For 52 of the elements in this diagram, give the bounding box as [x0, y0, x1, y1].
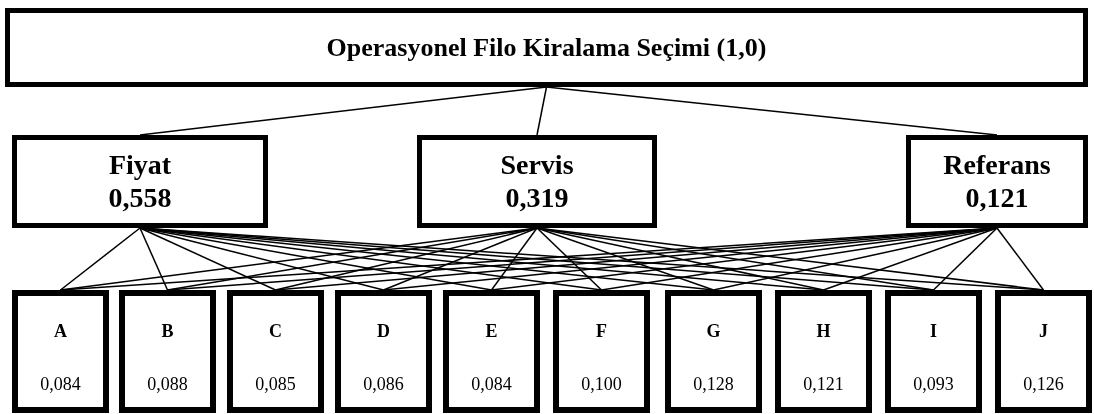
weight-value: 0,088 — [147, 373, 188, 396]
weight-value: 0,558 — [108, 181, 172, 214]
weight-value: 0,086 — [363, 373, 404, 396]
weight-value: 0,121 — [965, 181, 1029, 214]
alternative-box — [995, 290, 1092, 413]
criterion-box — [906, 135, 1088, 228]
alternative-box — [227, 290, 324, 413]
alternative-name: J — [1039, 320, 1048, 343]
criterion-box — [417, 135, 657, 228]
alternative-box — [665, 290, 762, 413]
weight-value: 0,085 — [255, 373, 296, 396]
alternative-box — [12, 290, 109, 413]
connector-line — [139, 227, 169, 291]
goal-box — [5, 8, 1088, 87]
alternative-box — [775, 290, 872, 413]
weight-value: 0,121 — [803, 373, 844, 396]
connector-line — [536, 227, 603, 291]
goal-title: Operasyonel Filo Kiralama Seçimi (1,0) — [326, 32, 767, 64]
criterion-name: Servis — [500, 149, 574, 182]
connector-line — [536, 227, 715, 291]
alternative-name: I — [930, 320, 937, 343]
weight-value: 0,093 — [913, 373, 954, 396]
alternative-name: H — [816, 320, 831, 343]
alternative-box — [119, 290, 216, 413]
connector-line — [996, 227, 1045, 291]
alternative-name: B — [161, 320, 174, 343]
alternative-name: G — [706, 320, 721, 343]
criterion-name: Referans — [943, 149, 1051, 182]
alternative-name: C — [269, 320, 282, 343]
alternative-name: A — [54, 320, 67, 343]
connector-line — [382, 227, 538, 291]
alternative-box — [335, 290, 432, 413]
connector-line — [59, 227, 141, 291]
alternative-box — [553, 290, 650, 413]
connector-line — [536, 86, 548, 136]
alternative-name: F — [596, 320, 607, 343]
alternative-name: D — [377, 320, 390, 343]
alternative-box — [885, 290, 982, 413]
alternative-box — [443, 290, 540, 413]
connector-line — [490, 227, 538, 291]
connector-line — [139, 227, 277, 291]
weight-value: 0,126 — [1023, 373, 1064, 396]
connector-line — [822, 227, 998, 291]
weight-value: 0,100 — [581, 373, 622, 396]
criterion-name: Fiyat — [108, 149, 172, 182]
connector-line — [932, 227, 998, 291]
alternative-name: E — [485, 320, 498, 343]
criterion-box — [12, 135, 268, 228]
weight-value: 0,084 — [471, 373, 512, 396]
weight-value: 0,128 — [693, 373, 734, 396]
weight-value: 0,084 — [40, 373, 81, 396]
weight-value: 0,319 — [505, 181, 569, 214]
